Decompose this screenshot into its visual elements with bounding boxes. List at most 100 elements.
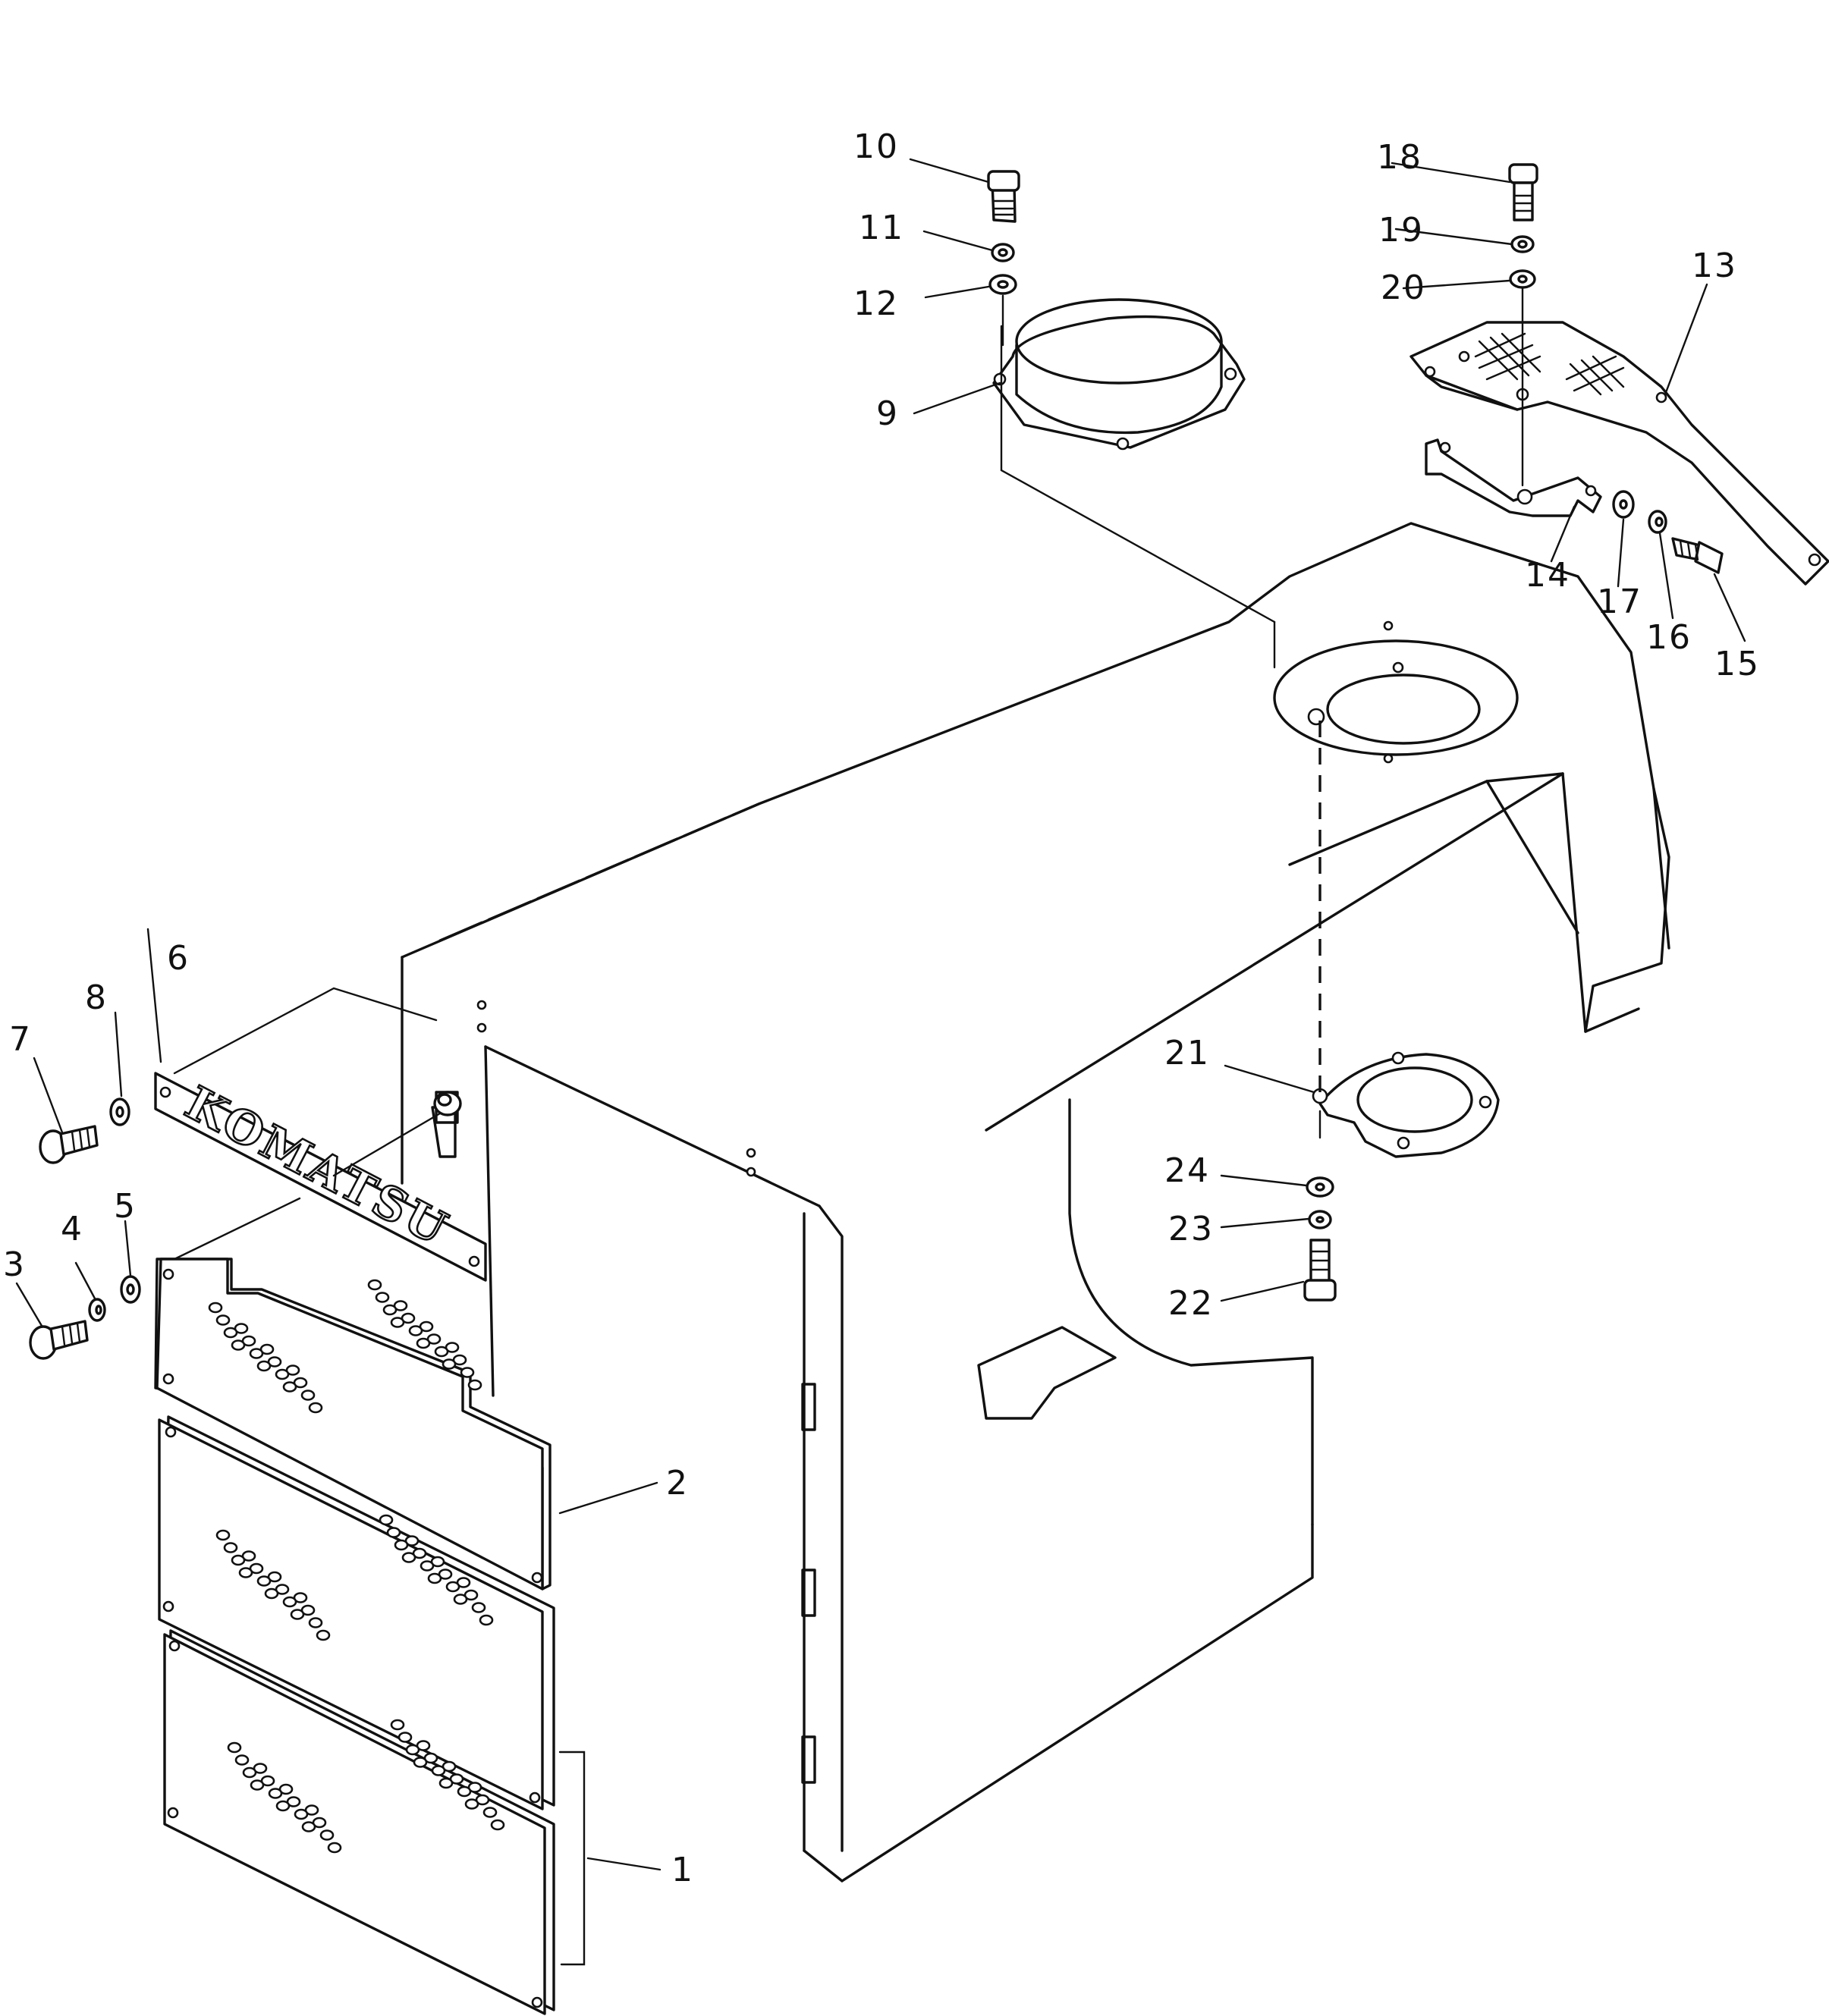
perforation-hole bbox=[208, 1302, 223, 1314]
perforation-hole bbox=[445, 1581, 460, 1593]
perforation-holes bbox=[208, 1279, 505, 1854]
callout-8: 8 bbox=[85, 978, 108, 1017]
perforation-hole bbox=[453, 1594, 468, 1605]
panel-part-1-lower bbox=[163, 1629, 555, 2015]
perforation-hole bbox=[319, 1829, 335, 1841]
perforation-hole bbox=[442, 1358, 457, 1370]
perforation-hole bbox=[264, 1587, 279, 1600]
perforation-hole bbox=[316, 1629, 331, 1641]
callout-21: 21 bbox=[1164, 1034, 1210, 1072]
perforation-hole bbox=[434, 1346, 449, 1358]
leader-9-hood bbox=[1000, 325, 1276, 623]
bolt-part-18 bbox=[1508, 163, 1538, 221]
perforation-hole bbox=[431, 1765, 446, 1776]
perforation-hole bbox=[308, 1617, 323, 1628]
cap-part-9 bbox=[992, 298, 1246, 451]
callout-17: 17 bbox=[1597, 583, 1642, 621]
callout-10: 10 bbox=[853, 127, 899, 166]
callout-18: 18 bbox=[1377, 138, 1422, 177]
perforation-hole bbox=[405, 1744, 420, 1756]
perforation-hole bbox=[294, 1808, 309, 1820]
perforation-hole bbox=[382, 1304, 398, 1316]
perforation-hole bbox=[256, 1575, 272, 1587]
perforation-hole bbox=[379, 1514, 394, 1526]
perforation-hole bbox=[223, 1327, 238, 1339]
washer-part-8 bbox=[109, 1097, 130, 1126]
washer-part-17 bbox=[1612, 490, 1635, 519]
callout-16: 16 bbox=[1646, 618, 1692, 657]
perforation-hole bbox=[416, 1337, 431, 1349]
panel-part-2-middle bbox=[158, 1415, 555, 1810]
callout-leaders bbox=[15, 158, 1746, 1871]
callout-19: 19 bbox=[1378, 211, 1424, 250]
washer-part-5 bbox=[120, 1275, 141, 1304]
perforation-hole bbox=[275, 1800, 291, 1812]
callout-20: 20 bbox=[1381, 268, 1426, 307]
engine-hood bbox=[401, 522, 1670, 1883]
perforation-hole bbox=[408, 1325, 423, 1336]
perforation-hole bbox=[256, 1360, 272, 1372]
perforation-hole bbox=[231, 1554, 246, 1566]
perforation-hole bbox=[413, 1757, 428, 1768]
perforation-hole bbox=[275, 1368, 290, 1380]
washer-part-12 bbox=[988, 274, 1017, 295]
perforation-hole bbox=[482, 1807, 498, 1818]
perforation-hole bbox=[427, 1572, 442, 1584]
callout-1: 1 bbox=[671, 1851, 694, 1889]
perforation-hole bbox=[471, 1602, 486, 1613]
perforation-hole bbox=[242, 1766, 257, 1779]
stud-nut bbox=[433, 1091, 462, 1116]
perforation-hole bbox=[234, 1754, 250, 1766]
perforation-hole bbox=[223, 1542, 238, 1553]
washer-part-20 bbox=[1509, 269, 1536, 289]
perforation-hole bbox=[375, 1292, 390, 1303]
callout-7: 7 bbox=[9, 1020, 32, 1059]
bracket-part-14 bbox=[1425, 438, 1602, 517]
perforation-hole bbox=[215, 1314, 231, 1326]
perforation-hole bbox=[250, 1779, 265, 1791]
lock-washer-part-16 bbox=[1648, 510, 1667, 534]
perforation-hole bbox=[227, 1741, 242, 1754]
lock-washer-part-23 bbox=[1308, 1210, 1332, 1229]
flange-part-21 bbox=[1312, 1051, 1500, 1158]
callout-22: 22 bbox=[1168, 1284, 1214, 1323]
perforation-hole bbox=[490, 1819, 505, 1831]
perforation-hole bbox=[249, 1348, 264, 1359]
perforation-hole bbox=[398, 1732, 413, 1743]
bolt-part-7 bbox=[39, 1125, 99, 1164]
perforation-hole bbox=[301, 1821, 316, 1832]
perforation-hole bbox=[282, 1596, 297, 1608]
callout-23: 23 bbox=[1168, 1210, 1214, 1248]
bolt-part-3 bbox=[29, 1320, 89, 1360]
callout-3: 3 bbox=[3, 1245, 26, 1284]
perforation-hole bbox=[467, 1379, 482, 1391]
perforation-hole bbox=[401, 1552, 416, 1563]
callout-24: 24 bbox=[1164, 1151, 1210, 1190]
perforation-hole bbox=[464, 1798, 479, 1810]
washer-part-24 bbox=[1306, 1176, 1334, 1198]
bolt-part-15 bbox=[1671, 537, 1724, 574]
bolt-part-10 bbox=[987, 170, 1020, 223]
perforation-hole bbox=[460, 1367, 475, 1378]
perforation-hole bbox=[367, 1279, 382, 1291]
bracket-part-13 bbox=[1409, 321, 1829, 586]
callout-6: 6 bbox=[167, 939, 190, 978]
perforation-hole bbox=[215, 1529, 231, 1541]
callout-15: 15 bbox=[1714, 645, 1760, 683]
callout-2: 2 bbox=[666, 1464, 689, 1503]
perforation-hole bbox=[300, 1390, 316, 1401]
callout-5: 5 bbox=[114, 1187, 137, 1226]
callout-labels: 1 2 3 4 5 6 7 8 9 10 11 12 13 14 15 16 1… bbox=[3, 127, 1760, 1889]
komatsu-logo-text: KOMATSU bbox=[177, 1076, 457, 1257]
callout-12: 12 bbox=[853, 284, 899, 323]
perforation-hole bbox=[390, 1719, 405, 1731]
perforation-hole bbox=[386, 1527, 401, 1538]
perforation-hole bbox=[308, 1402, 323, 1414]
perforation-hole bbox=[238, 1567, 253, 1578]
callout-11: 11 bbox=[859, 209, 904, 247]
perforation-hole bbox=[438, 1777, 454, 1789]
perforation-hole bbox=[231, 1339, 246, 1351]
lock-washer-part-4 bbox=[88, 1298, 106, 1322]
perforation-hole bbox=[268, 1788, 283, 1799]
